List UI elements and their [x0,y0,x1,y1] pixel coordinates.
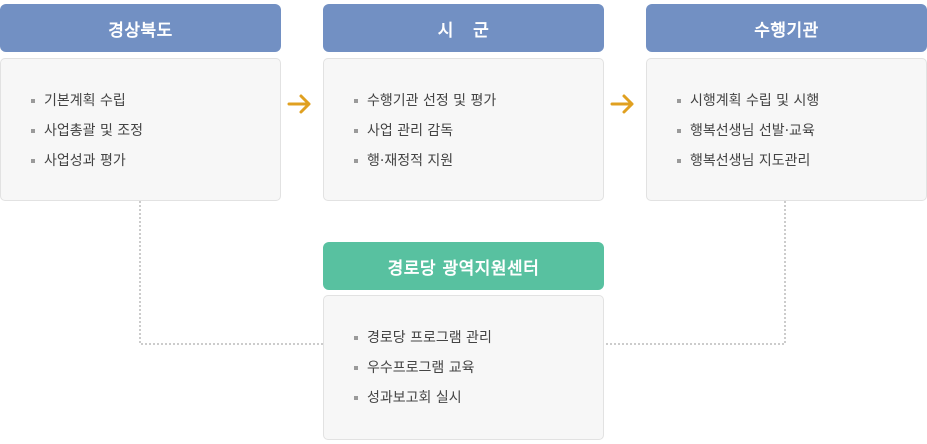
list-item: 행복선생님 지도관리 [677,151,926,181]
list-item: 성과보고회 실시 [354,388,603,418]
agency-panel: 수행기관 시행계획 수립 및 시행 행복선생님 선발·교육 행복선생님 지도관리 [646,4,927,201]
bullet-icon [677,99,681,103]
agency-box: 시행계획 수립 및 시행 행복선생님 선발·교육 행복선생님 지도관리 [646,58,927,201]
agency-header: 수행기관 [646,4,927,52]
list-item: 시행계획 수립 및 시행 [677,91,926,121]
center-box: 경로당 프로그램 관리 우수프로그램 교육 성과보고회 실시 [323,295,604,440]
bullet-icon [31,159,35,163]
list-item: 행복선생님 선발·교육 [677,121,926,151]
bullet-icon [677,129,681,133]
province-header: 경상북도 [0,4,281,52]
bullet-icon [354,396,358,400]
list-item: 수행기관 선정 및 평가 [354,91,603,121]
province-panel: 경상북도 기본계획 수립 사업총괄 및 조정 사업성과 평가 [0,4,281,201]
center-header: 경로당 광역지원센터 [323,242,604,290]
city-box: 수행기관 선정 및 평가 사업 관리 감독 행·재정적 지원 [323,58,604,201]
bullet-icon [354,129,358,133]
list-item: 경로당 프로그램 관리 [354,328,603,358]
city-header: 시 군 [323,4,604,52]
arrow-right-icon [610,94,634,114]
bullet-icon [677,159,681,163]
bullet-icon [354,336,358,340]
center-panel: 경로당 광역지원센터 경로당 프로그램 관리 우수프로그램 교육 성과보고회 실… [323,242,604,440]
list-item: 사업총괄 및 조정 [31,121,280,151]
list-item: 우수프로그램 교육 [354,358,603,388]
city-panel: 시 군 수행기관 선정 및 평가 사업 관리 감독 행·재정적 지원 [323,4,604,201]
list-item: 기본계획 수립 [31,91,280,121]
bullet-icon [31,99,35,103]
bullet-icon [354,159,358,163]
list-item: 사업 관리 감독 [354,121,603,151]
bullet-icon [354,366,358,370]
bullet-icon [354,99,358,103]
list-item: 행·재정적 지원 [354,151,603,181]
arrow-right-icon [287,94,311,114]
bullet-icon [31,129,35,133]
province-box: 기본계획 수립 사업총괄 및 조정 사업성과 평가 [0,58,281,201]
list-item: 사업성과 평가 [31,151,280,181]
